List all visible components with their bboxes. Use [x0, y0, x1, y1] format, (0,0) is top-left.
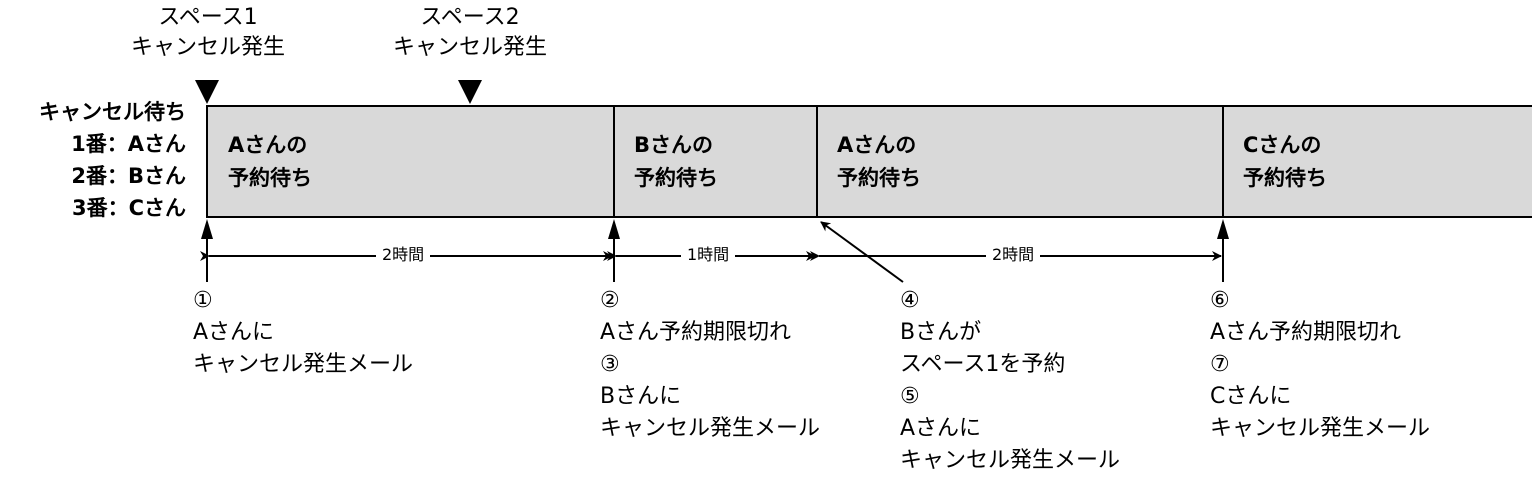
block-label: 予約待ち: [837, 166, 921, 190]
down-triangle-icon: [458, 80, 482, 104]
up-arrow: [1217, 219, 1229, 282]
note-line: Aさん予約期限切れ: [600, 320, 792, 345]
duration-label: 2時間: [986, 245, 1041, 265]
note-line: ⑦: [1210, 352, 1230, 377]
block-a-wait: Aさんの 予約待ち: [228, 129, 312, 195]
note-line: キャンセル発生メール: [193, 352, 414, 377]
note-6-7: ⑥ Aさん予約期限切れ ⑦ Cさんに キャンセル発生メール: [1210, 285, 1430, 445]
event-desc: キャンセル発生: [392, 35, 547, 60]
note-4-5: ④ Bさんが スペース1を予約 ⑤ Aさんに キャンセル発生メール: [900, 285, 1120, 477]
note-line: ①: [193, 288, 213, 313]
note-line: キャンセル発生メール: [1210, 416, 1431, 441]
note-line: Aさん予約期限切れ: [1210, 320, 1402, 345]
down-triangle-icon: [195, 80, 219, 104]
event-desc: キャンセル発生: [130, 35, 285, 60]
up-arrow: [201, 219, 213, 282]
note-line: スペース1を予約: [900, 352, 1066, 377]
block-label: Aさんの: [837, 133, 917, 157]
note-line: Aさんに: [900, 416, 982, 441]
duration-label: 2時間: [376, 245, 431, 265]
block-label: 予約待ち: [1243, 166, 1327, 190]
note-line: キャンセル発生メール: [900, 448, 1121, 473]
block-a-wait-2: Aさんの 予約待ち: [837, 129, 921, 195]
duration-label: 1時間: [681, 245, 736, 265]
note-line: ⑤: [900, 384, 920, 409]
queue-title: キャンセル待ち: [39, 100, 186, 124]
event-label-space2: スペース2 キャンセル発生: [350, 3, 590, 63]
note-line: Bさんが: [900, 320, 982, 345]
diagonal-arrow: [820, 221, 904, 283]
note-line: Aさんに: [193, 320, 275, 345]
note-line: キャンセル発生メール: [600, 416, 821, 441]
block-label: Cさんの: [1243, 133, 1322, 157]
block-label: 予約待ち: [228, 166, 312, 190]
block-label: Bさんの: [634, 133, 714, 157]
note-line: ④: [900, 288, 920, 313]
block-label: Aさんの: [228, 133, 308, 157]
event-label-space1: スペース1 キャンセル発生: [88, 3, 328, 63]
queue-list: キャンセル待ち 1番：Aさん 2番：Bさん 3番：Cさん: [39, 96, 186, 224]
note-1: ① Aさんに キャンセル発生メール: [193, 285, 413, 381]
note-line: ③: [600, 352, 620, 377]
block-c-wait: Cさんの 予約待ち: [1243, 129, 1327, 195]
queue-item: 3番：Cさん: [71, 196, 186, 220]
note-line: Bさんに: [600, 384, 682, 409]
event-title: スペース1: [158, 5, 258, 30]
up-arrow: [608, 219, 620, 282]
note-line: Cさんに: [1210, 384, 1292, 409]
timeline-bar: [206, 105, 1532, 218]
queue-item: 1番：Aさん: [71, 132, 186, 156]
event-title: スペース2: [420, 5, 520, 30]
note-2-3: ② Aさん予約期限切れ ③ Bさんに キャンセル発生メール: [600, 285, 820, 445]
block-b-wait: Bさんの 予約待ち: [634, 129, 718, 195]
queue-item: 2番：Bさん: [71, 164, 186, 188]
note-line: ②: [600, 288, 620, 313]
block-label: 予約待ち: [634, 166, 718, 190]
note-line: ⑥: [1210, 288, 1230, 313]
